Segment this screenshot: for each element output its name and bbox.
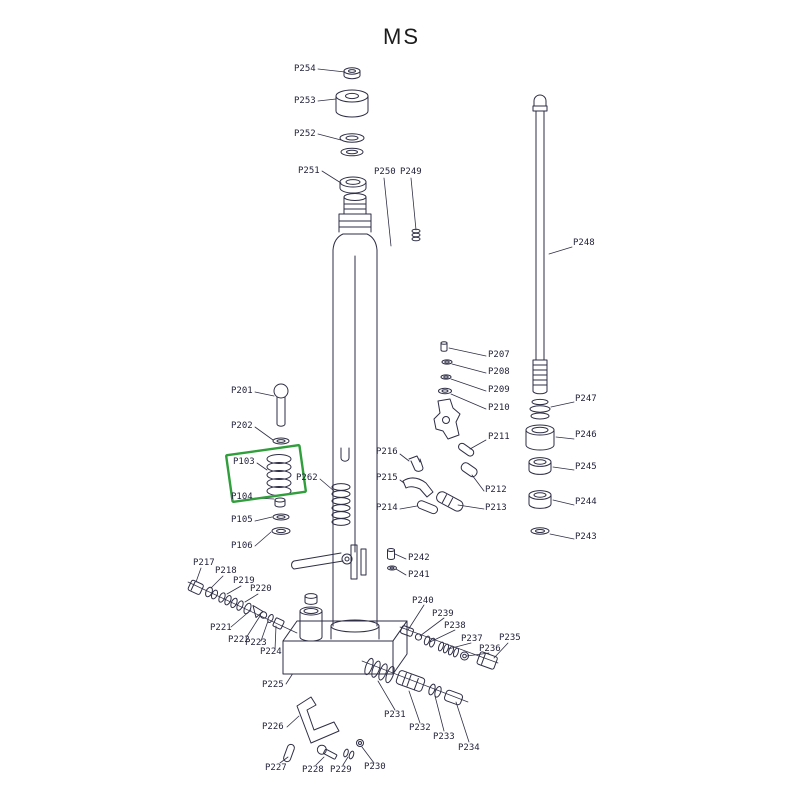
top-nut-p254 [343,67,361,80]
pin-p213 [436,491,464,512]
highlight-box[interactable] [225,444,307,503]
part-label-p210: P210 [488,403,510,413]
part-label-p104: P104 [231,492,253,502]
part-label-p207: P207 [488,350,510,360]
screw-p249 [411,228,421,242]
part-label-p227: P227 [265,763,287,773]
pin-p214 [416,500,438,515]
part-label-p213: P213 [485,503,507,513]
part-label-p202: P202 [231,421,253,431]
ring-p210 [438,387,452,395]
main-cylinder [330,193,380,640]
leader-lines [195,68,575,766]
ring-p251 [339,176,367,194]
part-label-p251: P251 [298,166,320,176]
washer-p202 [272,437,290,445]
pump-lever [291,544,367,580]
washer-p105 [272,513,290,521]
part-label-p201: P201 [231,386,253,396]
base-block [282,620,408,675]
part-label-p241: P241 [408,570,430,580]
part-label-p233: P233 [433,732,455,742]
part-label-p215: P215 [376,473,398,483]
release-valve-parts [361,657,469,706]
bushing-p246 [525,424,555,451]
top-cap-p253 [335,89,369,118]
part-label-p262: P262 [296,473,318,483]
part-label-p230: P230 [364,762,386,772]
part-label-p247: P247 [575,394,597,404]
part-label-p105: P105 [231,515,253,525]
part-label-p249: P249 [400,167,422,177]
part-label-p237: P237 [461,634,483,644]
pump-handle-rod-p248 [532,94,548,395]
pin-p211 [458,442,475,457]
part-label-p106: P106 [231,541,253,551]
part-label-p254: P254 [294,64,316,74]
part-label-p221: P221 [210,623,232,633]
part-label-p242: P242 [408,553,430,563]
part-label-p229: P229 [330,765,352,775]
screw-p207 [440,341,448,352]
part-label-p234: P234 [458,743,480,753]
part-label-p211: P211 [488,432,510,442]
part-label-p252: P252 [294,129,316,139]
part-label-p219: P219 [233,576,255,586]
washer-p243 [530,527,550,535]
part-label-p243: P243 [575,532,597,542]
part-label-p103: P103 [233,457,255,467]
rings-p247 [529,398,551,420]
part-label-p224: P224 [260,647,282,657]
part-label-p253: P253 [294,96,316,106]
page-title: MS [383,24,420,49]
part-label-p246: P246 [575,430,597,440]
release-lever-p215 [402,477,434,498]
pump-valve-parts [187,579,298,634]
part-label-p236: P236 [479,644,501,654]
washer-p209 [440,374,452,380]
part-label-p240: P240 [412,596,434,606]
washer-p208 [441,359,453,365]
release-fork-p216 [408,455,424,472]
release-yoke [433,398,461,440]
handle-socket-parts [283,696,364,763]
part-label-p232: P232 [409,723,431,733]
washer-p106 [271,527,291,535]
part-label-p217: P217 [193,558,215,568]
part-label-p235: P235 [499,633,521,643]
part-label-p239: P239 [432,609,454,619]
pump-cylinder [299,593,323,642]
part-label-p208: P208 [488,367,510,377]
part-label-p225: P225 [262,680,284,690]
part-label-p244: P244 [575,497,597,507]
part-label-p212: P212 [485,485,507,495]
part-label-p223: P223 [245,638,267,648]
part-label-p231: P231 [384,710,406,720]
part-label-p228: P228 [302,765,324,775]
part-label-p226: P226 [262,722,284,732]
screw-p242 [387,548,395,560]
part-label-p220: P220 [250,584,272,594]
part-label-p214: P214 [376,503,398,513]
ring-p244 [528,490,552,509]
ring-p245 [528,457,552,475]
spring-p103 [266,454,292,496]
washer-p241 [387,565,397,571]
part-label-p238: P238 [444,621,466,631]
pump-pin-p201 [273,383,289,427]
overload-valve-parts [399,625,499,670]
part-label-p222: P222 [228,635,250,645]
part-label-p248: P248 [573,238,595,248]
part-label-p216: P216 [376,447,398,457]
valve-piece-p104 [274,497,286,508]
spring-p262 [331,483,351,526]
link-p212 [460,462,478,478]
part-label-p245: P245 [575,462,597,472]
part-label-p218: P218 [215,566,237,576]
washers-p252 [339,133,365,157]
part-label-p209: P209 [488,385,510,395]
part-label-p250: P250 [374,167,396,177]
